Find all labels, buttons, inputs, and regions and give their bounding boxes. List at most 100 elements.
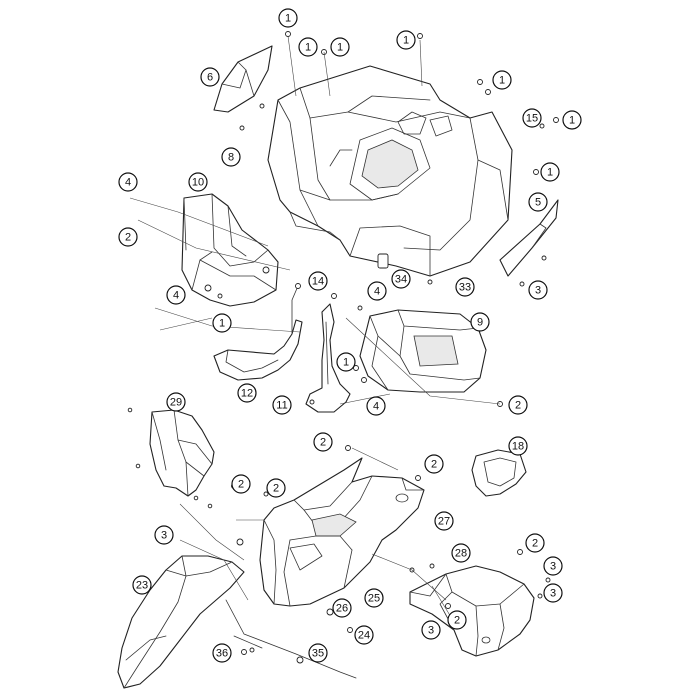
callout-part-3: 3 <box>543 583 563 603</box>
callout-circle <box>212 643 232 663</box>
callout-part-15: 15 <box>522 108 542 128</box>
callout-number: 14 <box>312 276 324 288</box>
callout-part-2: 2 <box>266 478 286 498</box>
callout-number: 27 <box>438 516 450 528</box>
callout-number: 15 <box>526 113 538 125</box>
callout-part-11: 11 <box>272 395 292 415</box>
callout-circle <box>421 620 441 640</box>
callout-part-27: 27 <box>434 511 454 531</box>
callout-number: 2 <box>515 400 521 412</box>
callout-circle <box>455 277 475 297</box>
front-fender-part-23 <box>117 555 245 689</box>
callout-part-36: 36 <box>212 643 232 663</box>
callout-circle <box>237 383 257 403</box>
callout-part-12: 12 <box>237 383 257 403</box>
callout-part-2: 2 <box>508 395 528 415</box>
callout-part-2: 2 <box>525 533 545 553</box>
callout-part-2: 2 <box>447 610 467 630</box>
callout-circle <box>298 37 318 57</box>
callout-number: 2 <box>238 479 244 491</box>
callout-part-1: 1 <box>336 352 356 372</box>
callout-circle <box>272 395 292 415</box>
callout-circle <box>396 30 416 50</box>
callout-part-4: 4 <box>366 396 386 416</box>
callout-circle <box>447 610 467 630</box>
callout-circle <box>540 162 560 182</box>
callout-circle <box>364 588 384 608</box>
callout-number: 8 <box>228 152 234 164</box>
callout-circle <box>308 271 328 291</box>
callout-part-4: 4 <box>367 281 387 301</box>
callout-number: 1 <box>499 75 505 87</box>
callout-circle <box>528 280 548 300</box>
callout-number: 23 <box>136 580 148 592</box>
callout-number: 3 <box>550 588 556 600</box>
callout-part-8: 8 <box>221 147 241 167</box>
callout-circle <box>118 172 138 192</box>
callout-part-4: 4 <box>118 172 138 192</box>
callout-circle <box>508 436 528 456</box>
callout-part-3: 3 <box>154 525 174 545</box>
callout-circle <box>508 395 528 415</box>
callout-part-35: 35 <box>308 643 328 663</box>
callout-circle <box>118 227 138 247</box>
callout-number: 1 <box>547 167 553 179</box>
callout-part-1: 1 <box>330 37 350 57</box>
callout-number: 5 <box>535 197 541 209</box>
callout-circle <box>330 37 350 57</box>
callout-part-25: 25 <box>364 588 384 608</box>
callout-circle <box>266 478 286 498</box>
callout-part-18: 18 <box>508 436 528 456</box>
callout-number: 33 <box>459 282 471 294</box>
callout-circle <box>278 8 298 28</box>
top-leader-lines <box>129 35 501 405</box>
callout-part-2: 2 <box>313 432 333 452</box>
callout-number: 3 <box>428 625 434 637</box>
callout-number: 9 <box>477 317 483 329</box>
callout-number: 4 <box>374 286 380 298</box>
callout-part-29: 29 <box>166 392 186 412</box>
callout-number: 35 <box>312 648 324 660</box>
callout-number: 11 <box>276 400 287 412</box>
callout-number: 1 <box>569 115 575 127</box>
side-fairing-part-28 <box>409 549 551 657</box>
callout-number: 1 <box>285 13 291 25</box>
callout-circle <box>424 454 444 474</box>
callout-circle <box>166 392 186 412</box>
trim-strip-part-5 <box>499 199 559 287</box>
callout-part-3: 3 <box>421 620 441 640</box>
callout-part-1: 1 <box>540 162 560 182</box>
callout-number: 2 <box>431 459 437 471</box>
callout-number: 29 <box>170 397 182 409</box>
bracket-part-12 <box>213 283 303 381</box>
callout-number: 2 <box>454 615 460 627</box>
callout-part-14: 14 <box>308 271 328 291</box>
callout-circle <box>332 598 352 618</box>
callout-circle <box>166 285 186 305</box>
callout-part-24: 24 <box>354 625 374 645</box>
callout-number: 28 <box>455 548 467 560</box>
callout-circle <box>231 474 251 494</box>
callout-circle <box>434 511 454 531</box>
callout-circle <box>132 575 152 595</box>
callout-circle <box>313 432 333 452</box>
rear-fairing-part-8 <box>267 31 559 285</box>
callout-part-23: 23 <box>132 575 152 595</box>
callout-number: 3 <box>161 530 167 542</box>
callout-part-6: 6 <box>200 67 220 87</box>
side-panel-part-6 <box>213 45 273 131</box>
callout-circle <box>543 556 563 576</box>
front-fairing-part-27 <box>236 445 425 607</box>
callout-part-1: 1 <box>278 8 298 28</box>
callout-part-26: 26 <box>332 598 352 618</box>
callout-part-33: 33 <box>455 277 475 297</box>
callout-circle <box>354 625 374 645</box>
bracket-part-11 <box>305 293 351 413</box>
callout-circle <box>522 108 542 128</box>
callout-circle <box>188 172 208 192</box>
callout-part-4: 4 <box>166 285 186 305</box>
callout-part-1: 1 <box>396 30 416 50</box>
